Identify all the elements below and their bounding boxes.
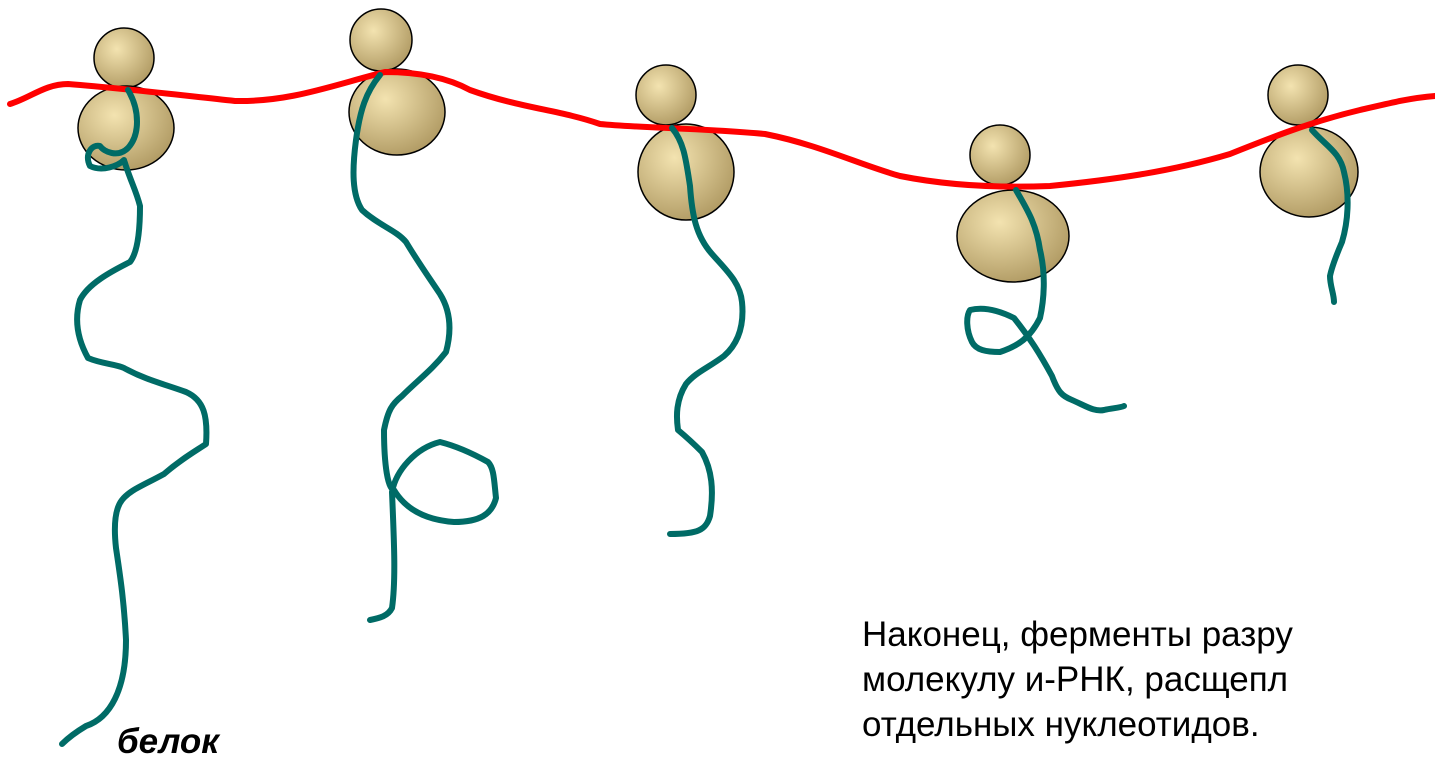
ribosome-2 <box>348 8 446 156</box>
ribosome-2-small-subunit <box>349 8 413 72</box>
caption-line: молекулу и-РНК, расщепл <box>862 660 1289 699</box>
protein-chain-3 <box>667 125 746 537</box>
ribosome-4-small-subunit <box>969 124 1031 186</box>
ribosome-4 <box>956 124 1070 283</box>
protein-chain-4 <box>964 187 1127 414</box>
caption-line: отдельных нуклеотидов. <box>862 705 1260 744</box>
ribosome-4-large-subunit <box>956 189 1070 283</box>
protein-chain-2 <box>350 72 499 623</box>
ribosome-1-small-subunit <box>93 27 155 89</box>
ribosome-1-large-subunit <box>77 85 175 171</box>
protein-chain-1 <box>59 87 210 747</box>
ribosome-3-small-subunit <box>635 64 697 126</box>
mrna-strand <box>7 69 1435 190</box>
ribosome-5-small-subunit <box>1267 64 1329 126</box>
protein-chain-5 <box>1309 127 1351 305</box>
ribosome-3 <box>635 64 735 221</box>
protein-label: белок <box>117 722 219 761</box>
ribosome-5 <box>1259 64 1359 218</box>
caption-text: Наконец, ферменты разру молекулу и-РНК, … <box>862 612 1435 747</box>
caption-line: Наконец, ферменты разру <box>862 615 1293 654</box>
